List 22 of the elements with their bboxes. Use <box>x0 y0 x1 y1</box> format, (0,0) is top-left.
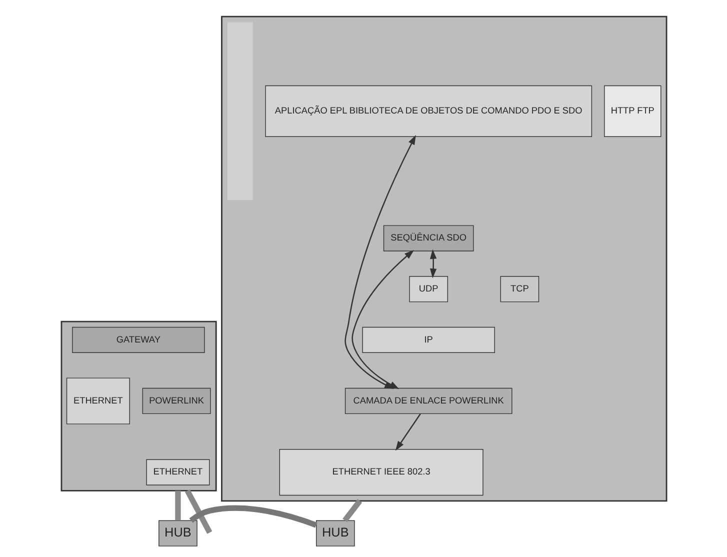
node-box: APLICAÇÃO EPL BIBLIOTECA DE OBJETOS DE COMANDO PDO E SDO <box>264 85 592 137</box>
connector <box>342 499 362 522</box>
arrow <box>394 414 420 451</box>
cluster <box>220 16 667 502</box>
connector <box>184 489 212 534</box>
node-box: ETHERNET IEEE 802.3 <box>278 449 483 496</box>
cluster <box>60 320 216 492</box>
node-box: GATEWAY <box>72 326 204 353</box>
connector <box>188 505 317 528</box>
node-box: IP <box>362 326 494 353</box>
node-box: HUB <box>158 520 197 546</box>
node-box: HUB <box>316 520 354 546</box>
node-box: ETHERNET <box>146 459 210 486</box>
node-box: TCP <box>500 276 539 302</box>
node-box: UDP <box>408 276 448 302</box>
node-box: POWERLINK <box>142 388 210 414</box>
node-box: HTTP FTP <box>604 85 661 137</box>
arrow <box>429 249 436 278</box>
node-box: SEQÜÊNCIA SDO <box>382 225 474 252</box>
connector <box>174 490 180 521</box>
node-box: CAMADA DE ENLACE POWERLINK <box>344 388 512 414</box>
node-box: ETHERNET <box>66 378 130 424</box>
